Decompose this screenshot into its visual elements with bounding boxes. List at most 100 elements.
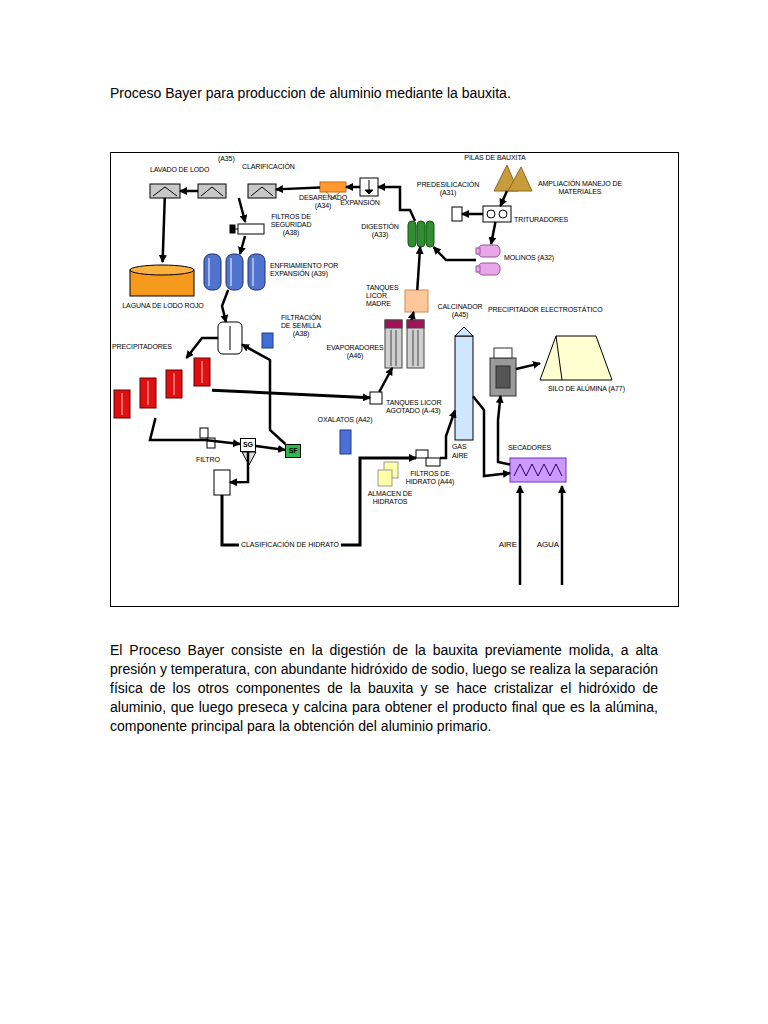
evaporator bbox=[385, 320, 424, 368]
precipitator-tank-part bbox=[114, 390, 130, 418]
desander-part bbox=[326, 192, 340, 198]
seed-filter-part bbox=[230, 326, 231, 350]
equipment-unit: PRECIPITADORES bbox=[114, 358, 212, 418]
equipment-label: FILTROS DE SEGURIDAD (A38) bbox=[266, 213, 316, 237]
equipment-label: SECADORES bbox=[508, 444, 568, 452]
equipment-unit: PRECIPITADOR ELECTROSTÁTICO bbox=[490, 348, 516, 396]
safety-filter-part bbox=[230, 225, 235, 233]
feed-arrow-part bbox=[561, 486, 564, 585]
crusher bbox=[483, 206, 511, 222]
tagged-unit: SG bbox=[240, 438, 256, 452]
flow-arrow bbox=[411, 312, 413, 320]
flow-arrow bbox=[440, 411, 455, 459]
equipment-label: CLARIFICACIÓN bbox=[242, 163, 306, 171]
plant-note: GAS bbox=[452, 443, 474, 451]
crusher-part bbox=[487, 210, 495, 218]
precipitator-stripe bbox=[122, 361, 202, 415]
desander-part bbox=[320, 182, 346, 192]
equipment-unit: MOLINOS (A32) bbox=[476, 244, 500, 276]
calciner-kiln-part bbox=[455, 327, 473, 336]
precipitator-tank-part bbox=[194, 358, 210, 386]
flow-arrow bbox=[500, 191, 506, 206]
digester-part bbox=[417, 221, 425, 247]
flow-arrow bbox=[222, 290, 228, 322]
equipment-unit: CALCINADOR (A45) bbox=[455, 330, 473, 440]
alumina-silo-part bbox=[540, 336, 612, 380]
red-mud-pond bbox=[130, 265, 194, 296]
cooler-stripe-part bbox=[253, 258, 254, 286]
equipment-unit: EXPANSIÓN bbox=[360, 178, 378, 196]
plant-note: (A35) bbox=[218, 155, 244, 163]
evaporator-part bbox=[396, 330, 397, 366]
desander bbox=[320, 182, 346, 198]
equipment-label: PRECIPITADORES bbox=[112, 343, 184, 351]
equipment-unit: OXALATOS (A42) bbox=[340, 430, 351, 454]
hydrate-storage bbox=[378, 462, 398, 486]
flow-arrow bbox=[180, 190, 198, 193]
precipitator-tank-part bbox=[166, 370, 182, 398]
thickener-tank-part bbox=[248, 184, 276, 198]
equipment-unit: PILAS DE BAUXITA bbox=[494, 163, 532, 191]
alumina-silo bbox=[540, 336, 612, 380]
flow-arrow bbox=[346, 186, 360, 189]
expansion-tank-part bbox=[365, 190, 373, 194]
equipment-label: EVAPORADORES (A46) bbox=[326, 344, 384, 360]
flow-arrow bbox=[256, 446, 285, 450]
mill bbox=[476, 245, 500, 275]
cooler-stripe-part bbox=[209, 258, 210, 286]
electrostatic-precipitator-part bbox=[496, 366, 510, 388]
alumina-silo-part bbox=[556, 336, 562, 380]
precipitator-stripe-part bbox=[122, 393, 123, 415]
oxalate-unit-part bbox=[340, 430, 351, 454]
flow-arrow bbox=[516, 363, 540, 369]
equipment-label: DESARENADO (A34) bbox=[298, 194, 348, 210]
filter-unit bbox=[200, 428, 230, 495]
crusher-part bbox=[499, 210, 507, 218]
equipment-label: OXALATOS (A42) bbox=[313, 416, 377, 424]
precipitator-tank bbox=[114, 358, 210, 418]
feed-arrow-part bbox=[519, 486, 522, 585]
evaporator-part bbox=[385, 320, 402, 328]
precipitator-stripe-part bbox=[148, 381, 149, 405]
equipment-unit: DESARENADO (A34) bbox=[320, 182, 346, 192]
plant-note: AGUA bbox=[526, 540, 559, 549]
expansion-tank-part bbox=[369, 180, 370, 190]
flash-cooler-part bbox=[226, 254, 243, 290]
equipment-label: LAVADO DE LODO bbox=[150, 166, 230, 174]
tagged-unit: SF bbox=[285, 444, 301, 458]
equipment-label: TRITURADORES bbox=[514, 216, 570, 224]
equipment-unit: PREDESILICACIÓN (A31) bbox=[452, 207, 462, 221]
equipment-label: PRECIPITADOR ELECTROSTÁTICO bbox=[488, 306, 638, 314]
equipment-unit: ENFRIAMIENTO POR EXPANSIÓN (A39) bbox=[204, 254, 266, 290]
bauxite-pile bbox=[494, 165, 532, 191]
expansion-tank bbox=[360, 178, 378, 196]
thickener-rake-part bbox=[201, 187, 223, 196]
equipment-label: ENFRIAMIENTO POR EXPANSIÓN (A39) bbox=[270, 262, 366, 278]
equipment-unit: SILO DE ALÚMINA (A77) bbox=[540, 330, 612, 380]
mill-part bbox=[476, 266, 480, 272]
equipment-unit: FILTROS DE SEGURIDAD (A38) bbox=[230, 222, 264, 236]
thickener-rake bbox=[153, 187, 273, 196]
equipment-label: SILO DE ALÚMINA (A77) bbox=[548, 385, 640, 393]
equipment-unit: FILTRO bbox=[214, 470, 230, 495]
flow-arrow bbox=[239, 198, 245, 222]
flow-arrow bbox=[491, 222, 495, 244]
unit-tag: SG bbox=[243, 441, 253, 449]
equipment-unit: TRITURADORES bbox=[483, 206, 511, 222]
equipment-label: TANQUES LICOR AGOTADO (A-43) bbox=[386, 399, 446, 415]
equipment-label: PILAS DE BAUXITA bbox=[450, 154, 540, 162]
flow-arrow bbox=[212, 390, 370, 397]
flow-arrow bbox=[379, 368, 392, 392]
page-title: Proceso Bayer para produccion de alumini… bbox=[110, 85, 511, 102]
calciner-kiln bbox=[455, 327, 473, 440]
expansion-tank-part bbox=[360, 178, 378, 196]
equipment-unit: DIGESTIÓN (A33) bbox=[408, 221, 434, 247]
flow-arrow bbox=[417, 247, 420, 290]
flow-arrow bbox=[163, 198, 165, 262]
thickener-tank-part bbox=[150, 184, 180, 198]
plant-note: AIRE bbox=[452, 452, 474, 460]
evaporator-part bbox=[407, 320, 424, 368]
